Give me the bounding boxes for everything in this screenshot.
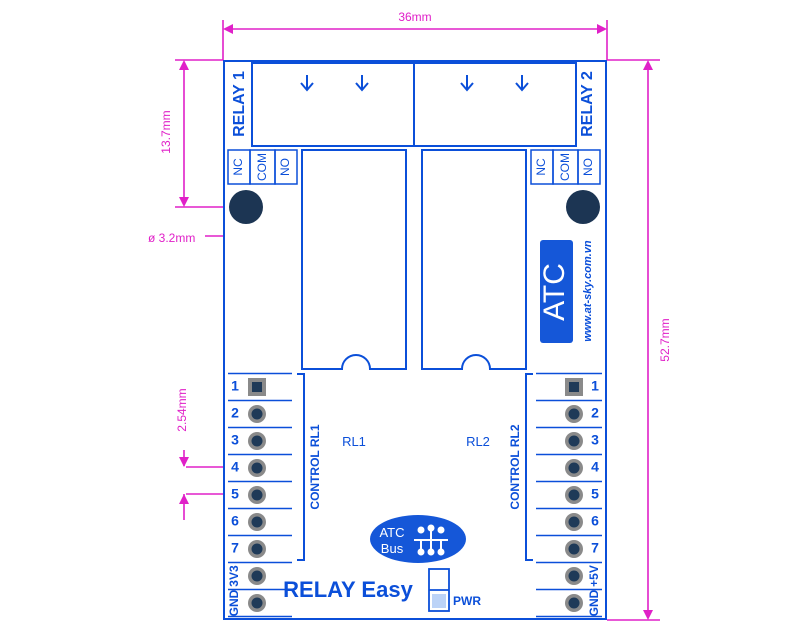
left-pin-label-8: 3V3 <box>227 565 241 587</box>
left-pin-label-7: 7 <box>231 540 239 556</box>
right-header: 1 2 3 4 5 6 7 +5V GND <box>536 372 602 618</box>
right-pin-label-5: 5 <box>591 486 599 502</box>
control-rl2-label: CONTROL RL2 <box>508 424 522 509</box>
atc-bus-logo: ATC Bus <box>370 515 466 563</box>
right-pin-1: 1 <box>536 372 602 402</box>
nc-label-left: NC <box>231 158 245 176</box>
hole-diameter-label: ø 3.2mm <box>148 231 195 245</box>
dimension-height <box>607 59 660 621</box>
right-pin-label-2: 2 <box>591 405 599 421</box>
top-offset-label: 13.7mm <box>159 110 173 153</box>
right-pin-3: 3 <box>536 432 602 456</box>
website-text: www.at-sky.com.vn <box>582 240 594 342</box>
right-pin-label-1: 1 <box>591 378 599 394</box>
dimension-width <box>222 20 608 60</box>
terminal-labels-right: NC COM NO <box>530 149 601 185</box>
control-rl1-label: CONTROL RL1 <box>308 424 322 509</box>
right-pin-label-3: 3 <box>591 432 599 448</box>
mounting-hole-right <box>566 190 600 224</box>
left-pin-5: 5 <box>228 486 292 510</box>
left-pin-8: 3V3 <box>227 565 292 591</box>
left-pin-9: GND <box>227 589 292 618</box>
right-pin-6: 6 <box>536 513 602 537</box>
width-label: 36mm <box>398 10 431 24</box>
right-pin-5: 5 <box>536 486 602 510</box>
com-label-right: COM <box>558 153 572 181</box>
right-pin-label-4: 4 <box>591 459 599 475</box>
atc-logo: ATC www.at-sky.com.vn <box>538 240 594 343</box>
no-label-left: NO <box>278 158 292 176</box>
left-pin-label-1: 1 <box>231 378 239 394</box>
left-pin-2: 2 <box>228 405 292 429</box>
product-name: RELAY Easy <box>283 577 413 602</box>
relay-2-label: RELAY 2 <box>579 71 596 137</box>
left-pin-1: 1 <box>228 372 292 402</box>
right-pin-8: +5V <box>536 565 602 591</box>
control-rl2-bracket <box>525 373 533 561</box>
relay-1-label: RELAY 1 <box>231 71 248 137</box>
right-pin-label-9: GND <box>587 589 601 616</box>
right-pin-label-7: 7 <box>591 540 599 556</box>
left-pin-7: 7 <box>228 540 292 564</box>
right-pin-9: GND <box>536 589 602 618</box>
left-pin-label-6: 6 <box>231 513 239 529</box>
rl1-label: RL1 <box>342 434 366 449</box>
atc-bus-bottom-text: Bus <box>381 541 404 556</box>
pwr-led <box>428 568 450 612</box>
pwr-label: PWR <box>453 594 481 608</box>
left-pin-6: 6 <box>228 513 292 537</box>
atc-bus-top-text: ATC <box>379 525 404 540</box>
height-label: 52.7mm <box>658 318 672 361</box>
nc-label-right: NC <box>534 158 548 176</box>
pitch-label: 2.54mm <box>175 388 189 431</box>
mounting-hole-left <box>229 190 263 224</box>
relay-rl1-body <box>301 149 407 370</box>
rl2-label: RL2 <box>466 434 490 449</box>
relay-rl2-body <box>421 149 527 370</box>
com-label-left: COM <box>255 153 269 181</box>
left-pin-3: 3 <box>228 432 292 456</box>
atc-logo-text: ATC <box>538 263 571 321</box>
right-pin-label-8: +5V <box>587 565 601 587</box>
right-pin-2: 2 <box>536 405 602 429</box>
no-label-right: NO <box>581 158 595 176</box>
left-pin-label-5: 5 <box>231 486 239 502</box>
right-pin-label-6: 6 <box>591 513 599 529</box>
left-pin-4: 4 <box>228 459 292 483</box>
terminal-labels-left: NC COM NO <box>227 149 298 185</box>
right-pin-4: 4 <box>536 459 602 483</box>
down-arrow-icon <box>300 75 529 92</box>
left-pin-label-3: 3 <box>231 432 239 448</box>
control-rl1-bracket <box>297 373 305 561</box>
right-pin-7: 7 <box>536 540 602 564</box>
left-pin-label-9: GND <box>227 589 241 616</box>
left-pin-label-2: 2 <box>231 405 239 421</box>
left-pin-label-4: 4 <box>231 459 239 475</box>
